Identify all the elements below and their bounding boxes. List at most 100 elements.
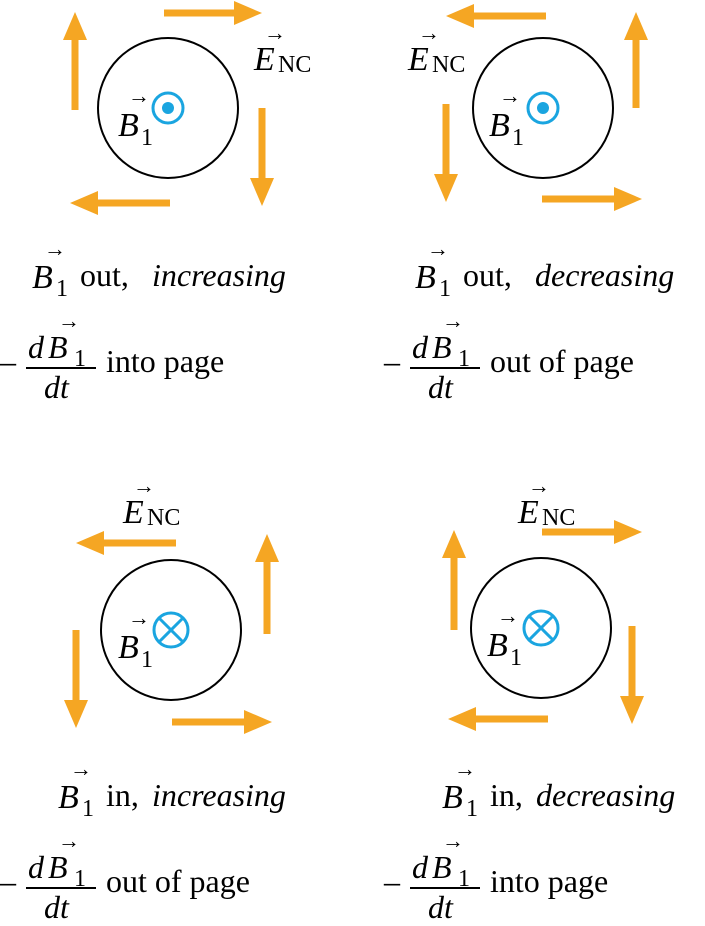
svg-text:NC: NC <box>278 52 311 78</box>
svg-text:1: 1 <box>82 796 94 822</box>
b-into-page-icon <box>152 611 190 649</box>
svg-text:1: 1 <box>141 125 153 151</box>
svg-text:d: d <box>28 849 45 885</box>
svg-text:E: E <box>253 41 275 78</box>
field-arrow-right <box>164 1 262 25</box>
svg-text:1: 1 <box>74 346 86 372</box>
field-arrow-left <box>448 707 548 731</box>
panel-out-increasing: → B 1 → E NC → B 1 <box>0 1 311 405</box>
field-arrow-right <box>542 187 642 211</box>
svg-text:B: B <box>487 627 508 664</box>
svg-text:→: → <box>44 236 66 261</box>
svg-text:E: E <box>407 41 429 78</box>
field-arrow-left <box>70 191 170 215</box>
caption-rate: – → d B 1 dt out of page <box>0 828 250 925</box>
svg-text:B: B <box>432 849 452 885</box>
svg-text:out,: out, <box>463 257 512 293</box>
b-out-of-page-icon <box>526 91 560 125</box>
svg-text:B: B <box>415 259 436 296</box>
field-arrow-up <box>255 534 279 634</box>
svg-text:→: → <box>442 308 464 333</box>
loop-circle <box>97 37 239 179</box>
svg-text:dt: dt <box>428 889 454 925</box>
svg-text:B: B <box>442 779 463 816</box>
svg-text:dt: dt <box>44 889 70 925</box>
svg-text:1: 1 <box>141 647 153 673</box>
field-arrow-up <box>442 530 466 630</box>
loop-circle <box>470 557 612 699</box>
svg-text:NC: NC <box>542 505 575 531</box>
svg-text:1: 1 <box>458 346 470 372</box>
svg-text:decreasing: decreasing <box>535 257 674 293</box>
svg-text:out of page: out of page <box>490 343 634 379</box>
svg-text:increasing: increasing <box>152 257 286 293</box>
caption-b-field: → B 1 in, decreasing <box>442 756 675 822</box>
loop-circle <box>100 559 242 701</box>
svg-text:in,: in, <box>490 777 523 813</box>
field-arrow-down <box>620 626 644 724</box>
panel-in-decreasing: → B 1 → E NC → B 1 in, <box>383 473 675 925</box>
svg-text:dt: dt <box>44 369 70 405</box>
loop-circle <box>472 37 614 179</box>
field-arrow-down <box>434 104 458 202</box>
caption-rate: – → d B 1 dt out of page <box>383 308 634 405</box>
svg-text:d: d <box>28 329 45 365</box>
svg-text:d: d <box>412 329 429 365</box>
svg-text:B: B <box>58 779 79 816</box>
svg-text:NC: NC <box>432 52 465 78</box>
svg-text:in,: in, <box>106 777 139 813</box>
panel-in-increasing: → B 1 → E NC → B 1 in, <box>0 473 286 925</box>
svg-text:NC: NC <box>147 505 180 531</box>
svg-text:1: 1 <box>439 276 451 302</box>
e-nc-label: → E NC <box>253 20 311 78</box>
e-nc-label: → E NC <box>407 20 465 78</box>
svg-text:→: → <box>442 828 464 853</box>
svg-text:1: 1 <box>466 796 478 822</box>
svg-text:–: – <box>383 863 401 899</box>
svg-text:→: → <box>128 83 150 108</box>
caption-b-field: → B 1 in, increasing <box>58 756 286 822</box>
svg-text:B: B <box>432 329 452 365</box>
panel-out-decreasing: → B 1 → E NC → B 1 out, <box>383 4 674 405</box>
b1-label: → B 1 <box>489 83 524 151</box>
svg-text:B: B <box>118 629 139 666</box>
field-arrow-right <box>172 710 272 734</box>
svg-text:1: 1 <box>510 645 522 671</box>
svg-text:1: 1 <box>74 866 86 892</box>
svg-text:out,: out, <box>80 257 129 293</box>
field-arrow-up <box>624 12 648 108</box>
svg-text:B: B <box>489 107 510 144</box>
svg-text:–: – <box>0 863 17 899</box>
field-arrow-up <box>63 12 87 110</box>
svg-text:–: – <box>0 343 17 379</box>
svg-text:→: → <box>128 605 150 630</box>
svg-text:→: → <box>427 236 449 261</box>
svg-text:out of page: out of page <box>106 863 250 899</box>
svg-text:into page: into page <box>106 343 224 379</box>
b1-label: → B 1 <box>487 603 522 671</box>
b-out-of-page-icon <box>151 91 185 125</box>
svg-text:→: → <box>133 473 155 498</box>
caption-b-field: → B 1 out, increasing <box>32 236 286 302</box>
svg-text:→: → <box>497 603 519 628</box>
svg-text:→: → <box>418 20 440 45</box>
svg-text:1: 1 <box>512 125 524 151</box>
svg-text:→: → <box>499 83 521 108</box>
svg-text:→: → <box>58 828 80 853</box>
svg-text:B: B <box>48 329 68 365</box>
svg-text:increasing: increasing <box>152 777 286 813</box>
svg-text:into page: into page <box>490 863 608 899</box>
caption-rate: – → d B 1 dt into page <box>0 308 224 405</box>
svg-text:1: 1 <box>458 866 470 892</box>
b1-label: → B 1 <box>118 605 153 673</box>
svg-text:→: → <box>58 308 80 333</box>
svg-text:B: B <box>32 259 53 296</box>
field-arrow-right <box>542 520 642 544</box>
svg-text:B: B <box>48 849 68 885</box>
field-arrow-down <box>64 630 88 728</box>
caption-b-field: → B 1 out, decreasing <box>415 236 674 302</box>
svg-text:E: E <box>122 494 144 531</box>
svg-text:→: → <box>454 756 476 781</box>
field-arrow-left <box>76 531 176 555</box>
